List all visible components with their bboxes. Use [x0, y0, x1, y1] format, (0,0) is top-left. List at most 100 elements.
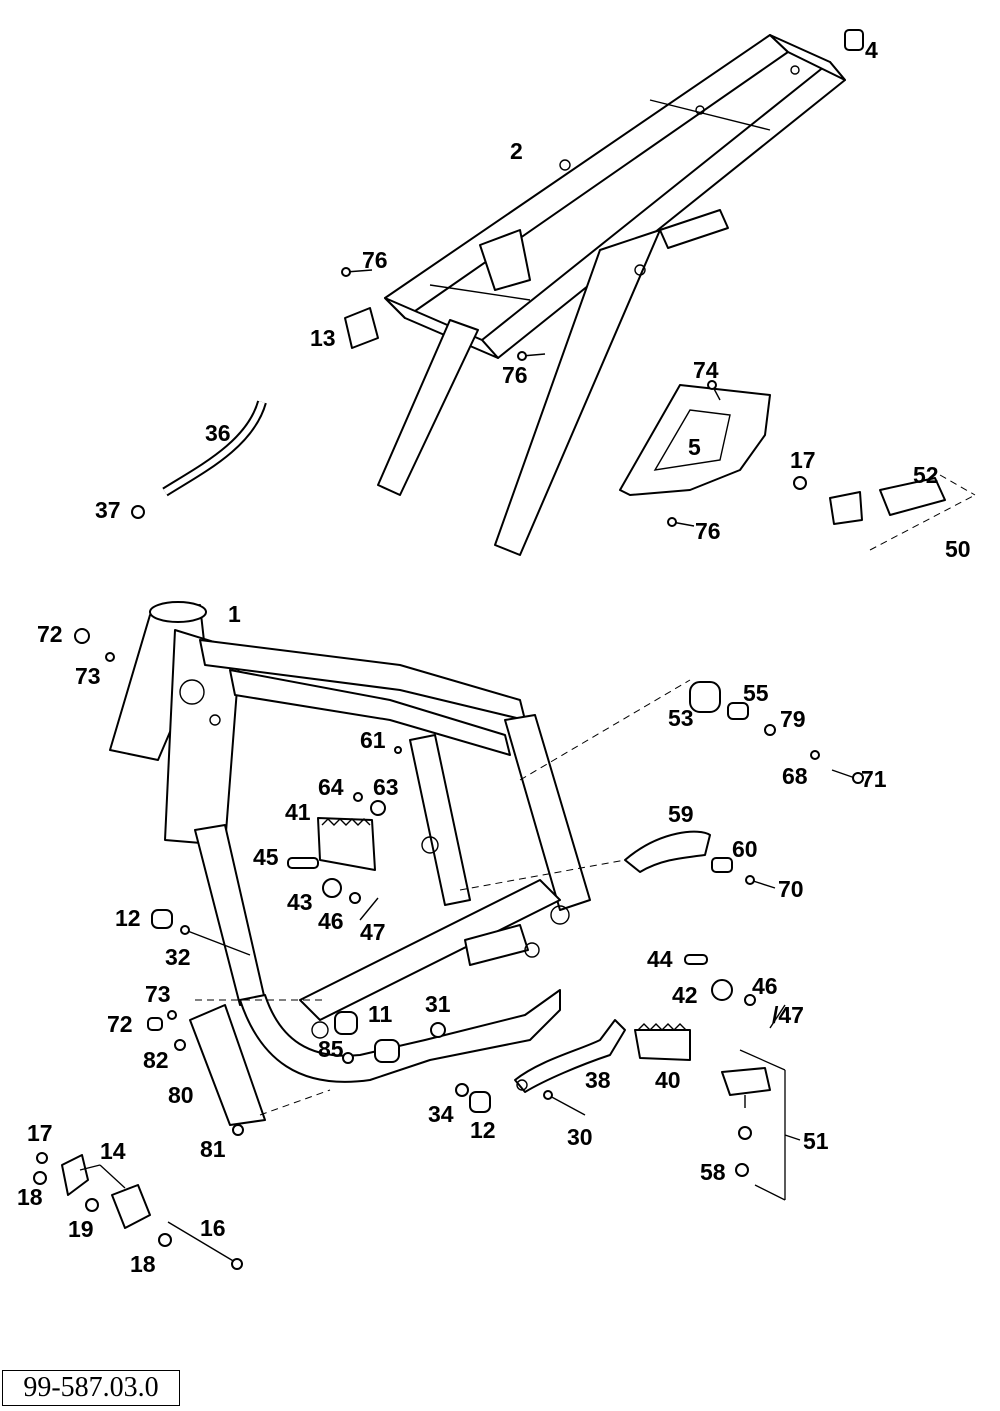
- callout-58: 58: [700, 1159, 726, 1185]
- callout-85: 85: [318, 1036, 344, 1062]
- main-frame-drawing: [109, 601, 591, 1083]
- callout-82: 82: [143, 1047, 169, 1073]
- callout-73-upper: 73: [75, 663, 101, 689]
- callout-46-left: 46: [318, 908, 344, 934]
- callout-17-upper: 17: [790, 447, 816, 473]
- subframe-drawing: [377, 34, 846, 556]
- callout-labels: 1 2 4 5 11 12 12 13 14 16 17 17 18 18 19…: [17, 37, 971, 1277]
- callout-38: 38: [585, 1067, 611, 1093]
- bolt-71-drawing: [831, 769, 864, 784]
- callout-1: 1: [228, 601, 241, 627]
- callout-31: 31: [425, 991, 451, 1017]
- callout-79: 79: [780, 706, 806, 732]
- callout-47-right: /47: [772, 1002, 804, 1028]
- pin-44-drawing: [684, 954, 708, 965]
- linkage-14-drawing: [33, 1152, 172, 1247]
- part-63-drawing: [370, 800, 386, 816]
- bushing-11b-drawing: [374, 1039, 400, 1063]
- callout-73-lower: 73: [145, 981, 171, 1007]
- callout-41: 41: [285, 799, 311, 825]
- callout-71: 71: [861, 766, 887, 792]
- callout-64: 64: [318, 774, 344, 800]
- callout-17-lower: 17: [27, 1120, 53, 1146]
- callout-11: 11: [368, 1001, 393, 1027]
- part-68-drawing: [810, 750, 820, 760]
- callout-42: 42: [672, 982, 698, 1008]
- callout-76-top: 76: [362, 247, 388, 273]
- part-73-top-drawing: [105, 652, 115, 662]
- callout-59: 59: [668, 801, 694, 827]
- callout-5: 5: [688, 434, 701, 460]
- footrest-40-drawing: [634, 1023, 691, 1061]
- callout-53: 53: [668, 705, 694, 731]
- callout-12-lower: 12: [470, 1117, 496, 1143]
- drawing-number: 99-587.03.0: [2, 1370, 180, 1406]
- callout-18-bottom: 18: [130, 1251, 156, 1277]
- guard-80-drawing: [189, 999, 331, 1126]
- footpeg-50-drawing: [829, 474, 976, 551]
- part-13-drawing: [344, 307, 379, 349]
- part-72-top-drawing: [74, 628, 90, 644]
- callout-18-left: 18: [17, 1184, 43, 1210]
- callout-13: 13: [310, 325, 336, 351]
- part-55-drawing: [727, 702, 749, 720]
- callout-46-right: 46: [752, 973, 778, 999]
- footpeg-51-drawing: [721, 1049, 801, 1201]
- bolt-82-drawing: [174, 1039, 186, 1051]
- callout-50: 50: [945, 536, 971, 562]
- part-53-drawing: [519, 679, 721, 781]
- callout-80: 80: [168, 1082, 194, 1108]
- part-31-drawing: [430, 1022, 446, 1038]
- callout-81: 81: [200, 1136, 226, 1162]
- bolt-76-mid-drawing: [517, 351, 546, 361]
- callout-4: 4: [865, 37, 878, 63]
- callout-14: 14: [100, 1138, 126, 1164]
- part-34-drawing: [455, 1083, 469, 1097]
- bolt-76-low-drawing: [667, 517, 695, 527]
- callout-32: 32: [165, 944, 191, 970]
- bracket-5-drawing: [619, 384, 771, 496]
- callout-43: 43: [287, 889, 313, 915]
- part-4-drawing: [844, 29, 864, 51]
- pin-45-drawing: [287, 857, 319, 869]
- part-60-drawing: [711, 857, 733, 873]
- bolt-76-top-drawing: [341, 267, 373, 277]
- callout-68: 68: [782, 763, 808, 789]
- callout-45: 45: [253, 844, 279, 870]
- callout-36: 36: [205, 420, 231, 446]
- callout-72-lower: 72: [107, 1011, 133, 1037]
- spring-42-drawing: [711, 979, 733, 1001]
- callout-34: 34: [428, 1101, 454, 1127]
- callout-12-upper: 12: [115, 905, 141, 931]
- callout-76-low: 76: [695, 518, 721, 544]
- bushing-11-drawing: [334, 1011, 358, 1035]
- bolt-30-drawing: [543, 1090, 586, 1116]
- bolt-16-drawing: [167, 1221, 243, 1270]
- callout-55: 55: [743, 680, 769, 706]
- part-79-drawing: [764, 724, 776, 736]
- callout-74: 74: [693, 357, 719, 383]
- bolt-70-drawing: [745, 875, 776, 889]
- part-12-upper-drawing: [151, 909, 173, 929]
- brake-pedal-38-drawing: [514, 1019, 626, 1093]
- part-73-low-drawing: [167, 1010, 177, 1020]
- part-59-drawing: [459, 830, 711, 891]
- spring-43-drawing: [322, 878, 342, 898]
- callout-60: 60: [732, 836, 758, 862]
- callout-2: 2: [510, 138, 523, 164]
- callout-37: 37: [95, 497, 121, 523]
- callout-76-mid: 76: [502, 362, 528, 388]
- callout-70: 70: [778, 876, 804, 902]
- bolt-32-drawing: [180, 925, 251, 956]
- part-12-lower-drawing: [469, 1091, 491, 1113]
- part-37-drawing: [131, 505, 145, 519]
- callout-61: 61: [360, 727, 386, 753]
- footrest-41-drawing: [317, 817, 376, 871]
- washer-46-drawing: [349, 892, 361, 904]
- hose-36-drawing: [162, 400, 267, 497]
- washer-46b-drawing: [744, 994, 756, 1006]
- callout-47-left: 47: [360, 919, 386, 945]
- callout-30: 30: [567, 1124, 593, 1150]
- callout-52: 52: [913, 462, 939, 488]
